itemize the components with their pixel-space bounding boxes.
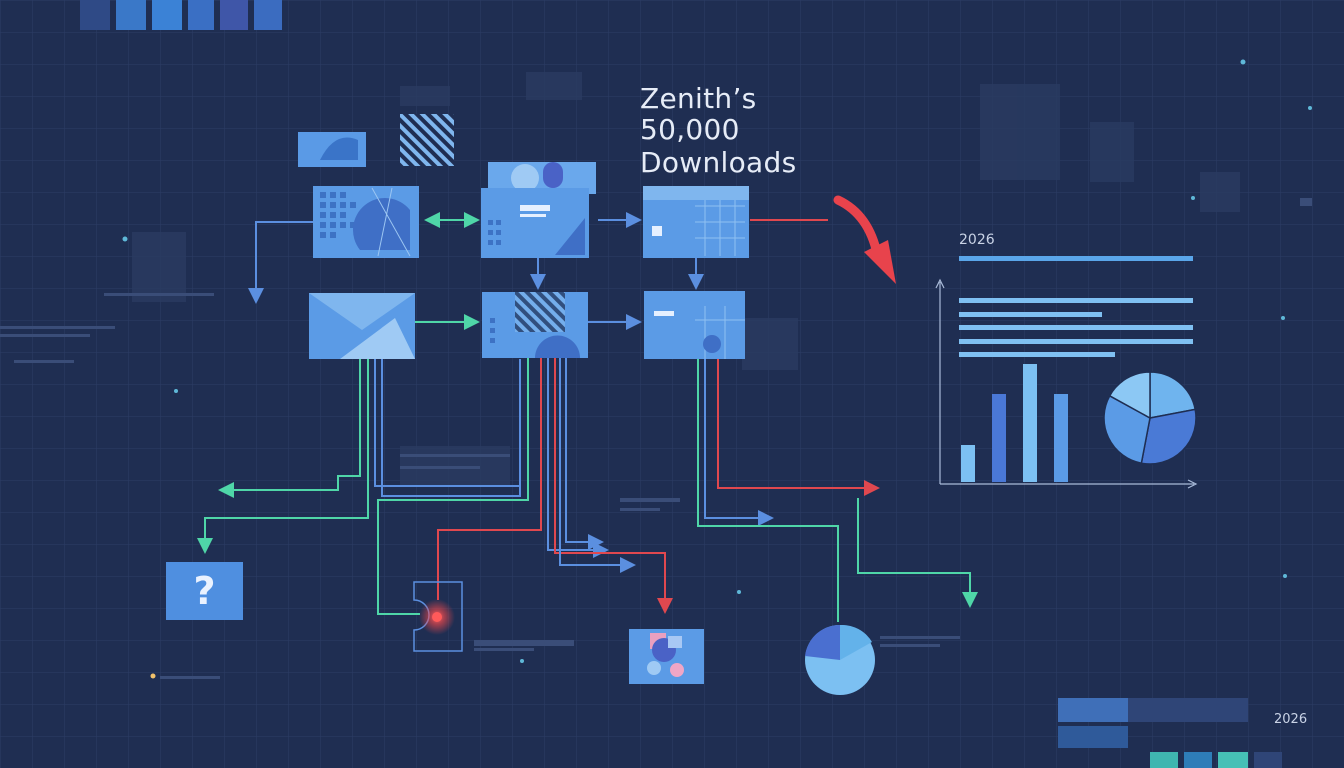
chart-bars (961, 364, 1068, 482)
chart-text-bars (959, 298, 1193, 357)
bottom-pie (805, 624, 875, 695)
top-tiles (80, 0, 282, 30)
chart-bar-1 (961, 445, 975, 482)
chart-header-bar (959, 256, 1193, 261)
headline-line-3: Downloads (640, 146, 797, 179)
chart-bar-2 (992, 394, 1006, 482)
striped-node (400, 114, 454, 166)
chart-pie (1103, 371, 1197, 465)
node-grid-image[interactable] (313, 186, 419, 258)
question-mark-icon: ? (193, 569, 216, 613)
connector-a-left (248, 221, 313, 304)
pie-slice-1 (1149, 371, 1197, 419)
node-envelope[interactable] (309, 293, 415, 359)
pie-slice-4 (1108, 371, 1151, 420)
node-form[interactable] (644, 291, 745, 359)
image-node-small-shape (320, 137, 358, 160)
headline-line-2: 50,000 (640, 113, 740, 146)
bottom-tiles (1058, 698, 1282, 768)
red-curved-arrow (833, 195, 896, 284)
chart-panel (935, 256, 1198, 489)
node-table[interactable] (643, 186, 749, 258)
chart-bar-3 (1023, 364, 1037, 482)
pie-slice-3 (1103, 394, 1151, 465)
shapes-node[interactable] (629, 629, 704, 684)
node-striped-panel[interactable] (482, 292, 588, 358)
corner-year-label: 2026 (1274, 712, 1308, 727)
ornament-lines (0, 198, 1312, 679)
node-dashboard[interactable] (481, 162, 596, 258)
help-box[interactable]: ? (166, 562, 243, 620)
socket-node[interactable] (413, 581, 463, 652)
chart-year-label: 2026 (959, 232, 995, 248)
headline-line-1: Zenith’s (640, 82, 757, 115)
connectors (197, 212, 978, 622)
pie-slice-2 (1140, 408, 1197, 465)
decorative-dots (122, 59, 1312, 679)
chart-bar-4 (1054, 394, 1068, 482)
